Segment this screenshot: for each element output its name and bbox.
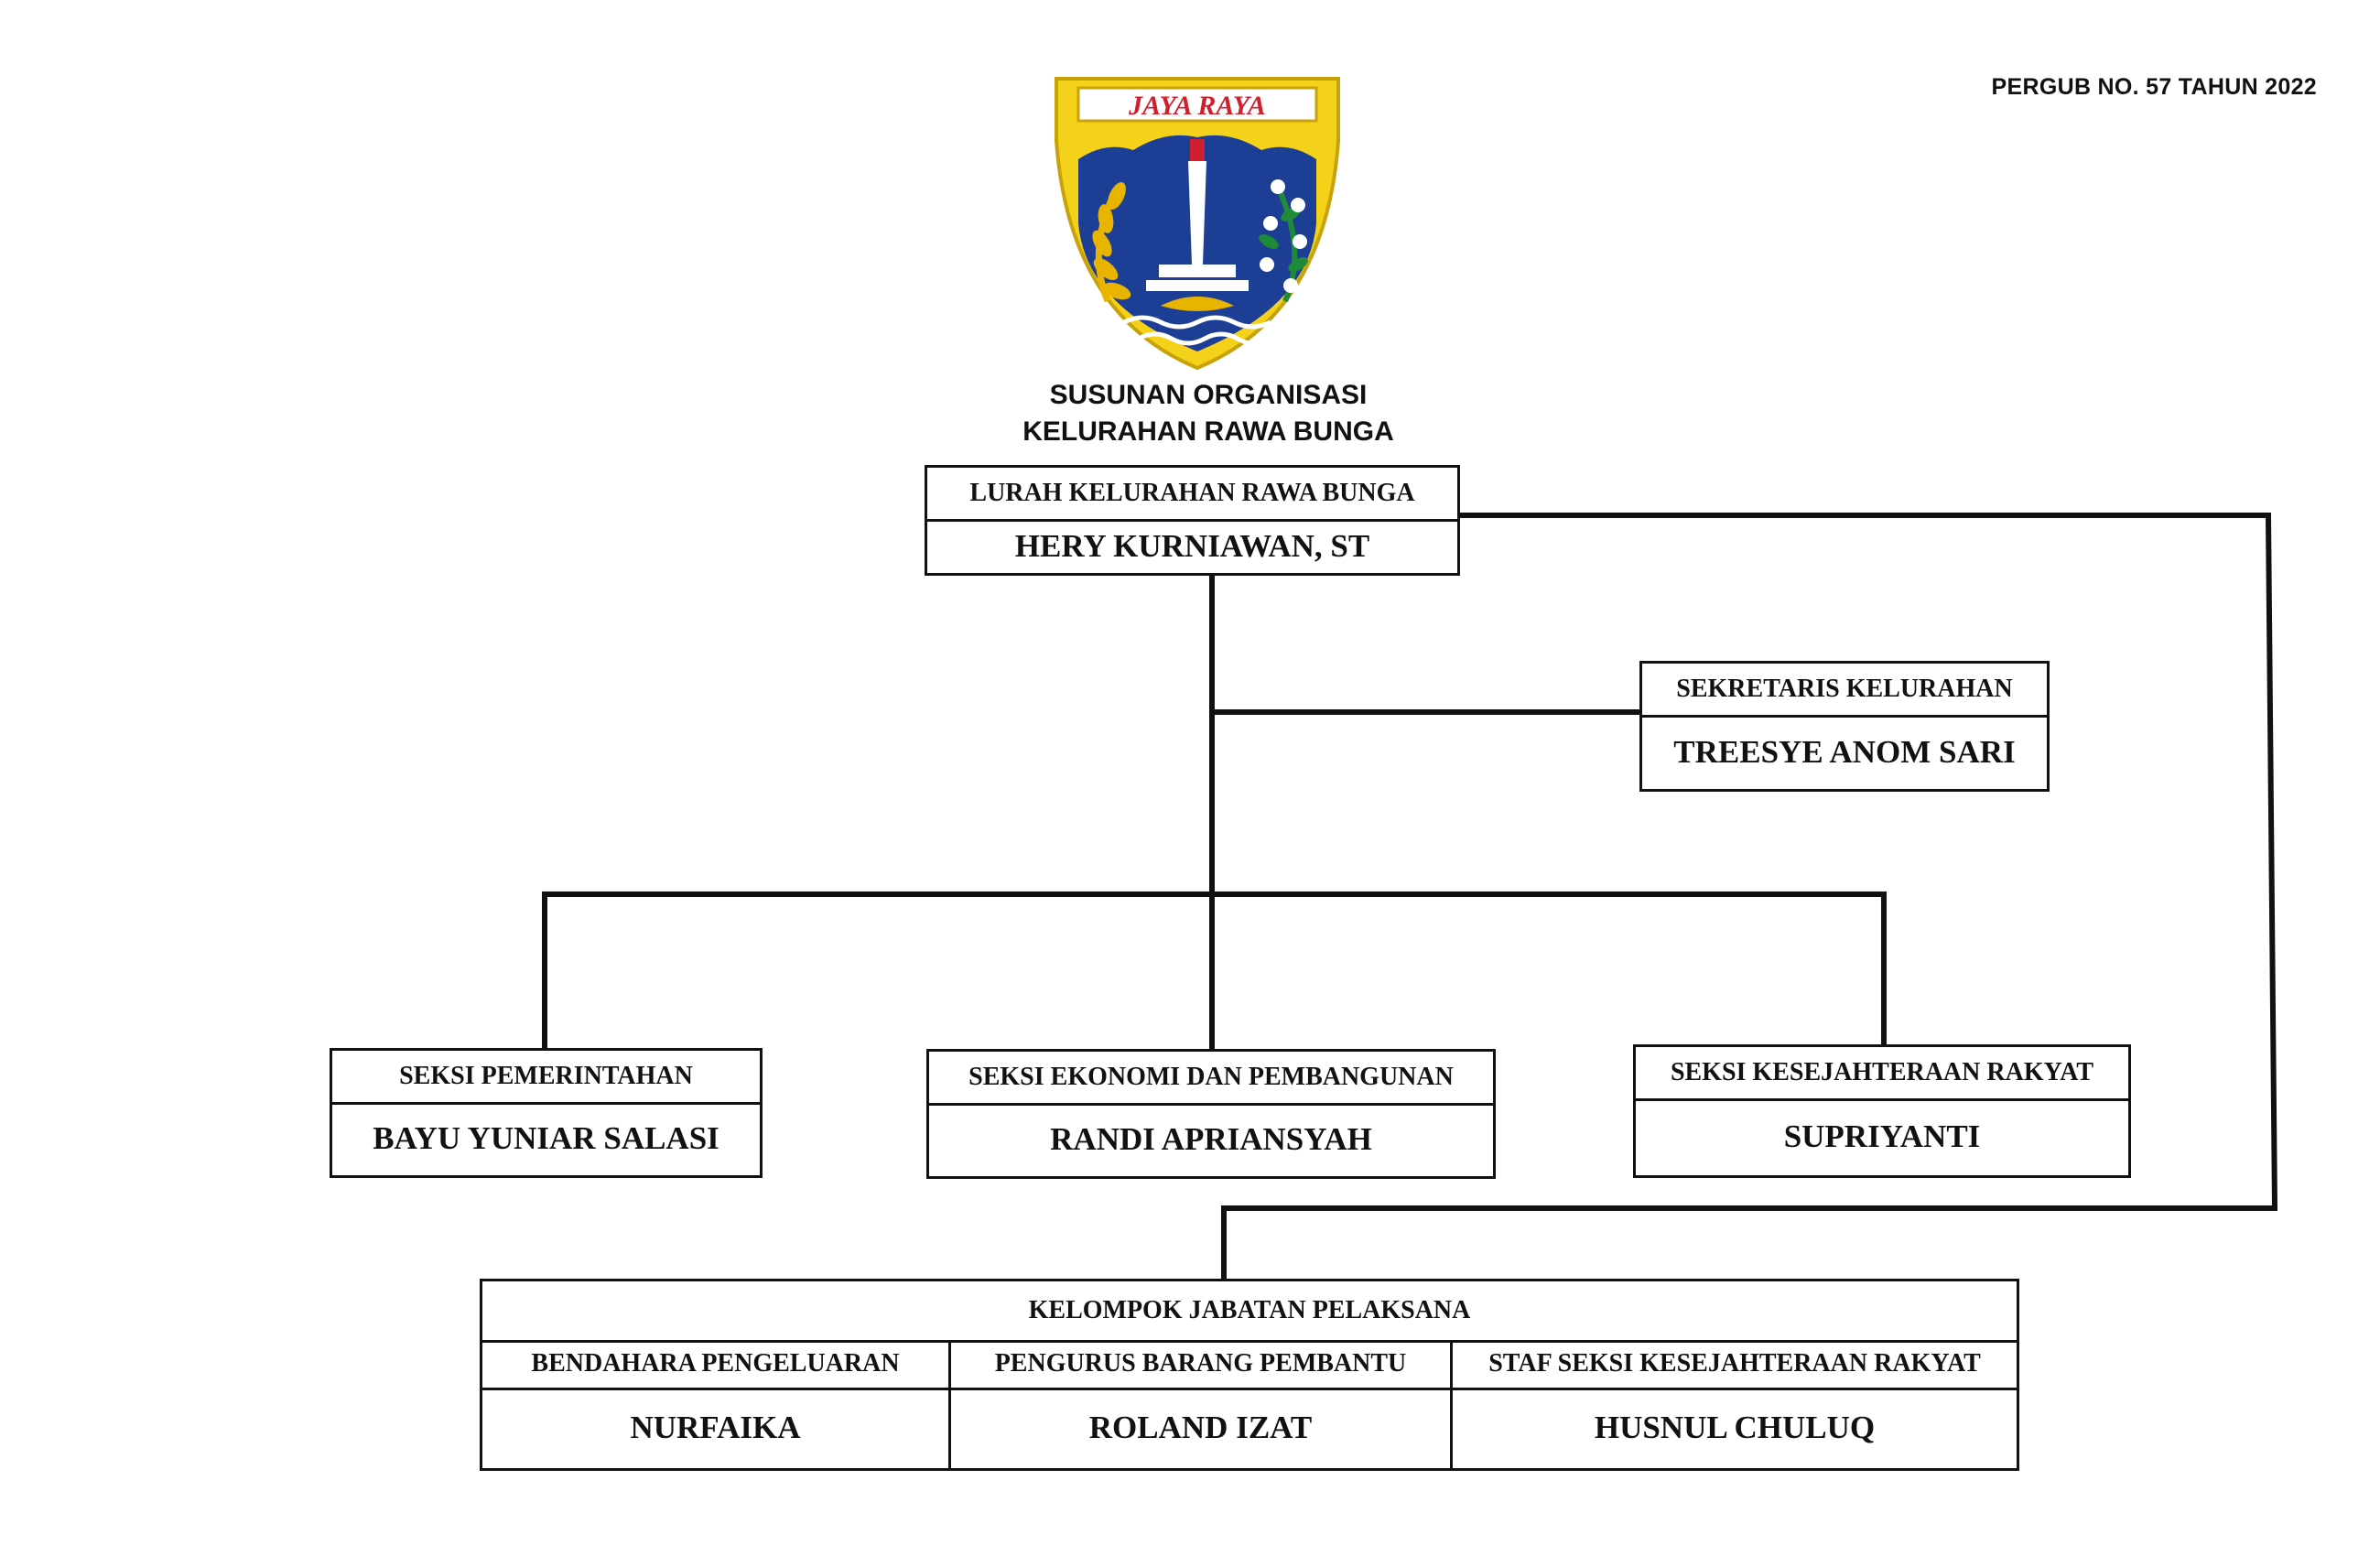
kelompok-member-staf: STAF SEKSI KESEJAHTERAAN RAKYAT HUSNUL C… [1450,1340,2017,1468]
bendahara-role: BENDAHARA PENGELUARAN [482,1340,948,1390]
lurah-role: LURAH KELURAHAN RAWA BUNGA [927,468,1457,522]
sekretaris-name: TREESYE ANOM SARI [1673,733,2016,770]
regulation-reference: PERGUB NO. 57 TAHUN 2022 [1991,74,2317,100]
lurah-box: LURAH KELURAHAN RAWA BUNGA HERY KURNIAWA… [925,465,1460,576]
kelompok-jabatan-box: KELOMPOK JABATAN PELAKSANA BENDAHARA PEN… [480,1279,2019,1471]
kelompok-title: KELOMPOK JABATAN PELAKSANA [482,1281,2017,1343]
seksi-ekonomi-name: RANDI APRIANSYAH [1050,1121,1372,1157]
staf-name: HUSNUL CHULUQ [1594,1410,1876,1445]
lurah-name: HERY KURNIAWAN, ST [1014,527,1370,564]
seksi-kesra-box: SEKSI KESEJAHTERAAN RAKYAT SUPRIYANTI [1633,1044,2131,1178]
chart-title-line1: SUSUNAN ORGANISASI [1049,380,1368,410]
seksi-pemerintahan-name: BAYU YUNIAR SALASI [373,1120,719,1156]
bendahara-name: NURFAIKA [630,1410,801,1445]
kelompok-member-bendahara: BENDAHARA PENGELUARAN NURFAIKA [482,1340,948,1468]
emblem-motto: JAYA RAYA [1128,91,1266,121]
sekretaris-role: SEKRETARIS KELURAHAN [1642,664,2047,718]
jakarta-emblem-icon: JAYA RAYA [1055,77,1340,370]
seksi-ekonomi-role: SEKSI EKONOMI DAN PEMBANGUNAN [929,1052,1493,1106]
seksi-ekonomi-box: SEKSI EKONOMI DAN PEMBANGUNAN RANDI APRI… [926,1049,1496,1179]
seksi-kesra-role: SEKSI KESEJAHTERAAN RAKYAT [1636,1047,2128,1101]
seksi-pemerintahan-box: SEKSI PEMERINTAHAN BAYU YUNIAR SALASI [330,1048,763,1178]
pengurus-name: ROLAND IZAT [1088,1410,1313,1445]
chart-title: SUSUNAN ORGANISASI KELURAHAN RAWA BUNGA [915,377,1501,450]
seksi-pemerintahan-role: SEKSI PEMERINTAHAN [332,1051,760,1105]
kelompok-member-pengurus: PENGURUS BARANG PEMBANTU ROLAND IZAT [948,1340,1450,1468]
connector-to-kelompok [1221,513,2278,1281]
chart-title-line2: KELURAHAN RAWA BUNGA [1022,416,1394,447]
sekretaris-box: SEKRETARIS KELURAHAN TREESYE ANOM SARI [1639,661,2050,792]
staf-role: STAF SEKSI KESEJAHTERAAN RAKYAT [1453,1340,2017,1390]
pengurus-role: PENGURUS BARANG PEMBANTU [951,1340,1450,1390]
seksi-kesra-name: SUPRIYANTI [1783,1118,1981,1154]
